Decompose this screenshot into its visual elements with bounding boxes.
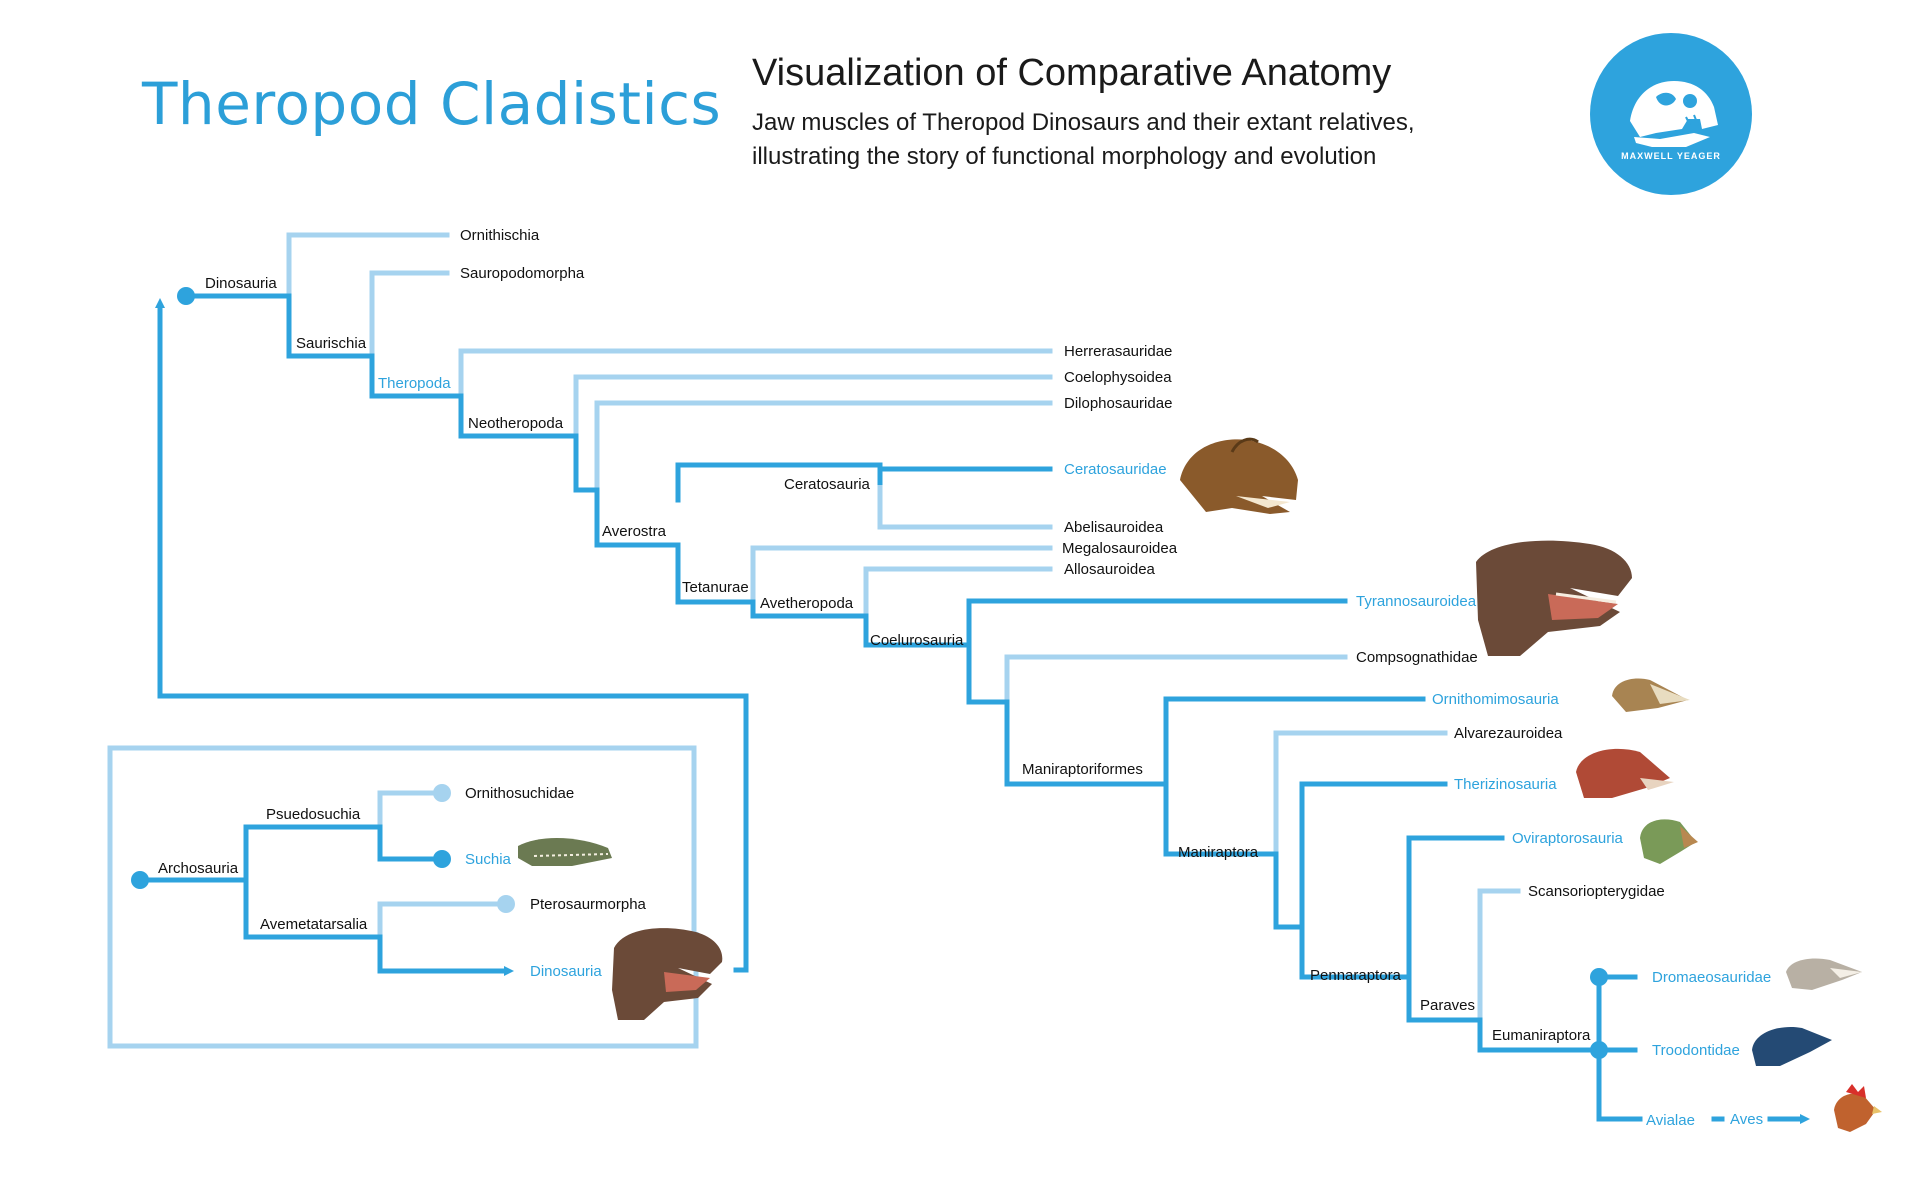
tip-label-abelisauroidea: Abelisauroidea: [1064, 519, 1164, 536]
oviraptorosaur-head-icon: [1640, 819, 1698, 864]
inset-branch-avemetatarsalia: [243, 877, 497, 974]
inset-label-suchia: Suchia: [465, 851, 512, 868]
branch-tyrannosauroidea: [966, 598, 1348, 648]
tip-label-troodontidae: Troodontidae: [1652, 1042, 1740, 1059]
tip-label-alvarezauroidea: Alvarezauroidea: [1454, 725, 1563, 742]
tip-label-oviraptorosauria: Oviraptorosauria: [1512, 830, 1624, 847]
node-label-maniraptora: Maniraptora: [1178, 844, 1259, 861]
node-dot-dromaeosauridae: [1590, 968, 1608, 986]
inset-label-dinosauria: Dinosauria: [530, 963, 602, 980]
dinosaur-head-icon: [612, 928, 723, 1020]
tip-label-ceratosauridae: Ceratosauridae: [1064, 461, 1167, 478]
node-dot-troodontidae: [1590, 1041, 1608, 1059]
diagram-description: Jaw muscles of Theropod Dinosaurs and th…: [752, 106, 1512, 174]
branch-coelophysoidea: [573, 374, 1053, 493]
inset-label-avemetatarsalia: Avemetatarsalia: [260, 916, 368, 933]
inset-branch-pterosaurmorpha: [377, 901, 509, 940]
inset-node-pterosaurmorpha: [497, 895, 515, 913]
chicken-head-icon: [1834, 1084, 1882, 1132]
node-label-maniraptoriformes: Maniraptoriformes: [1022, 761, 1143, 778]
node-label-coelurosauria: Coelurosauria: [870, 632, 964, 649]
troodontid-head-icon: [1752, 1026, 1832, 1066]
inset-frame: [107, 745, 699, 1049]
inset-label-psuedosuchia: Psuedosuchia: [266, 806, 361, 823]
node-label-theropoda: Theropoda: [378, 375, 451, 392]
branch-oviraptorosauria: [1406, 835, 1505, 980]
branch-ornithomimosauria: [1163, 696, 1426, 787]
inset-node-suchia: [433, 850, 451, 868]
dark-branches: [155, 293, 1810, 1124]
node-label-pennaraptora: Pennaraptora: [1310, 967, 1402, 984]
tip-label-avialae: Avialae: [1646, 1112, 1695, 1129]
inset-label-ornithosuchidae: Ornithosuchidae: [465, 785, 574, 802]
dinosaur-skull-icon: [1630, 81, 1718, 147]
author-name: MAXWELL YEAGER: [1621, 151, 1721, 161]
tip-label-megalosauroidea: Megalosauroidea: [1062, 540, 1178, 557]
tip-label-ornithischia: Ornithischia: [460, 227, 540, 244]
node-label-averostra: Averostra: [602, 523, 667, 540]
inset-label-archosauria: Archosauria: [158, 860, 239, 877]
tip-label-tyrannosauroidea: Tyrannosauroidea: [1356, 593, 1477, 610]
tip-label-sauropodomorpha: Sauropodomorpha: [460, 265, 585, 282]
inset-branches: [137, 790, 514, 976]
ceratosaurus-head-icon: [1180, 437, 1298, 514]
tyrannosaur-head-icon: [1476, 540, 1632, 656]
tip-label-aves: Aves: [1730, 1111, 1763, 1128]
node-label-ceratosauria: Ceratosauria: [784, 476, 871, 493]
node-dot-dinosauria: [177, 287, 195, 305]
inset-branch-ornithosuchidae: [377, 790, 445, 830]
crocodile-head-icon: [518, 837, 612, 866]
node-label-saurischia: Saurischia: [296, 335, 367, 352]
inset-node-ornithosuchidae: [433, 784, 451, 802]
tip-label-dromaeosauridae: Dromaeosauridae: [1652, 969, 1771, 986]
branch-scansoriopterygidae: [1477, 888, 1521, 1023]
branch-ceratosauria: [675, 462, 1053, 503]
branch-therizinosauria: [1299, 781, 1448, 930]
ornithomimid-head-icon: [1612, 678, 1690, 712]
branch-abelisauroidea: [877, 482, 1053, 530]
author-badge: MAXWELL YEAGER: [1590, 33, 1752, 195]
tip-label-coelophysoidea: Coelophysoidea: [1064, 369, 1172, 386]
inset-label-pterosaurmorpha: Pterosaurmorpha: [530, 896, 647, 913]
description-line-1: Jaw muscles of Theropod Dinosaurs and th…: [752, 109, 1415, 136]
branch-compsognathidae: [1004, 654, 1348, 705]
tip-label-scansoriopterygidae: Scansoriopterygidae: [1528, 883, 1665, 900]
description-line-2: illustrating the story of functional mor…: [752, 143, 1377, 170]
tip-label-dilophosauridae: Dilophosauridae: [1064, 395, 1172, 412]
node-label-tetanurae: Tetanurae: [682, 579, 749, 596]
inset-node-archosauria: [131, 871, 149, 889]
tip-label-compsognathidae: Compsognathidae: [1356, 649, 1478, 666]
dromaeosaur-head-icon: [1786, 958, 1862, 990]
tip-label-herrerasauridae: Herrerasauridae: [1064, 343, 1172, 360]
branch-avialae: [1596, 1047, 1643, 1122]
branch-dromaeosauridae: [1596, 974, 1638, 1053]
node-label-dinosauria: Dinosauria: [205, 275, 277, 292]
tip-label-therizinosauria: Therizinosauria: [1454, 776, 1557, 793]
tip-label-allosauroidea: Allosauroidea: [1064, 561, 1156, 578]
connector-inset-to-main: [155, 298, 749, 973]
inset-branch-psuedosuchia: [137, 824, 445, 883]
therizinosaur-head-icon: [1576, 748, 1674, 798]
page-title: Theropod Cladistics: [142, 70, 722, 138]
stem-dinosauria: [183, 293, 756, 619]
branch-megalosauroidea: [750, 545, 1053, 619]
diagram-subtitle: Visualization of Comparative Anatomy: [752, 52, 1392, 94]
node-label-paraves: Paraves: [1420, 997, 1475, 1014]
stem-tetanurae: [675, 542, 1602, 1053]
tip-label-ornithomimosauria: Ornithomimosauria: [1432, 691, 1559, 708]
node-label-neotheropoda: Neotheropoda: [468, 415, 564, 432]
node-label-avetheropoda: Avetheropoda: [760, 595, 854, 612]
node-label-eumaniraptora: Eumaniraptora: [1492, 1027, 1591, 1044]
